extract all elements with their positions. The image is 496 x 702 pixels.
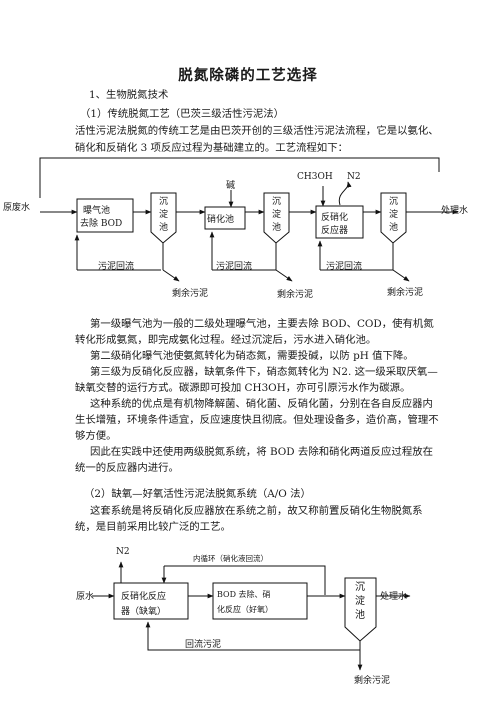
alkali-label: 碱 — [226, 181, 236, 191]
nitrogen-gas-label: N2 — [347, 172, 361, 182]
sludge-return-label: 污泥回流 — [326, 262, 363, 272]
ao-description: 这套系统是将反硝化反应器放在系统之前，故又称前置反硝化生物脱氮系 统，是目前采用… — [75, 505, 423, 533]
denitrification-label: 反应器 — [321, 226, 349, 236]
oxic-reactor-box — [212, 582, 308, 620]
subsection-heading: （2）缺氧—好氧活性污泥法脱氮系统（A/O 法） — [84, 488, 311, 500]
internal-recycle-label: 内循环（硝化液回流） — [193, 554, 268, 563]
oxic-reactor-label: 化反应（好氧） — [217, 605, 273, 614]
anoxic-reactor-label: 器（缺氧） — [121, 607, 167, 617]
anoxic-reactor-label: 反硝化反应 — [121, 592, 167, 602]
raw-water-label: 原水 — [76, 592, 95, 602]
return-sludge-label: 回流污泥 — [185, 640, 222, 650]
aeration-tank-label: 去除 BOD — [80, 219, 123, 229]
nitrogen-gas-label: N2 — [116, 547, 130, 557]
methanol-label: CH3OH — [297, 172, 333, 182]
clarifier-3-label: 沉淀池 — [389, 197, 399, 233]
intro-line: 硝化和反硝化 3 项反应过程为基础建立的。工艺流程如下： — [75, 142, 348, 154]
nitrification-label: 硝化池 — [207, 215, 235, 225]
clarifier-3-shape — [380, 192, 407, 244]
clarifier-shape — [344, 577, 377, 642]
clarifier-2-label: 沉淀池 — [272, 197, 282, 233]
section-heading: 1、生物脱氮技术 — [89, 89, 169, 101]
clarifier-label: 沉淀池 — [355, 582, 365, 621]
aeration-tank-label: 曝气池 — [83, 206, 111, 216]
clarifier-2-shape — [263, 192, 290, 244]
oxic-reactor-label: BOD 去除、硝 — [217, 590, 271, 599]
sludge-return-label: 污泥回流 — [98, 262, 135, 272]
sludge-return-label: 污泥回流 — [216, 262, 253, 272]
subsection-heading: （1）传统脱氮工艺（巴茨三级活性污泥法） — [80, 108, 285, 120]
intro-line: 活性污泥法脱氮的传统工艺是由巴茨开创的三级活性污泥法流程，它是以氨化、 — [75, 125, 439, 137]
clarifier-1-shape — [150, 192, 177, 244]
clarifier-1-label: 沉淀池 — [159, 197, 169, 233]
effluent-label: 处理水 — [380, 592, 408, 602]
page-title: 脱氮除磷的工艺选择 — [178, 68, 318, 84]
nitrification-box — [204, 206, 246, 230]
excess-sludge-label: 剩余污泥 — [387, 288, 424, 298]
raw-wastewater-label: 原废水 — [3, 203, 31, 213]
aeration-tank-box — [76, 198, 134, 233]
excess-sludge-label: 剩余污泥 — [172, 289, 209, 299]
denitrification-box — [315, 205, 364, 239]
anoxic-reactor-box — [113, 582, 189, 620]
denitrification-label: 反硝化 — [321, 213, 349, 223]
excess-sludge-label: 剩余污泥 — [354, 676, 391, 686]
effluent-label: 处理水 — [441, 206, 469, 216]
body-text: 第一级曝气池为一般的二级处理曝气池，主要去除 BOD、COD，使有机氮 转化形成… — [75, 318, 439, 474]
excess-sludge-label: 剩余污泥 — [277, 290, 314, 300]
